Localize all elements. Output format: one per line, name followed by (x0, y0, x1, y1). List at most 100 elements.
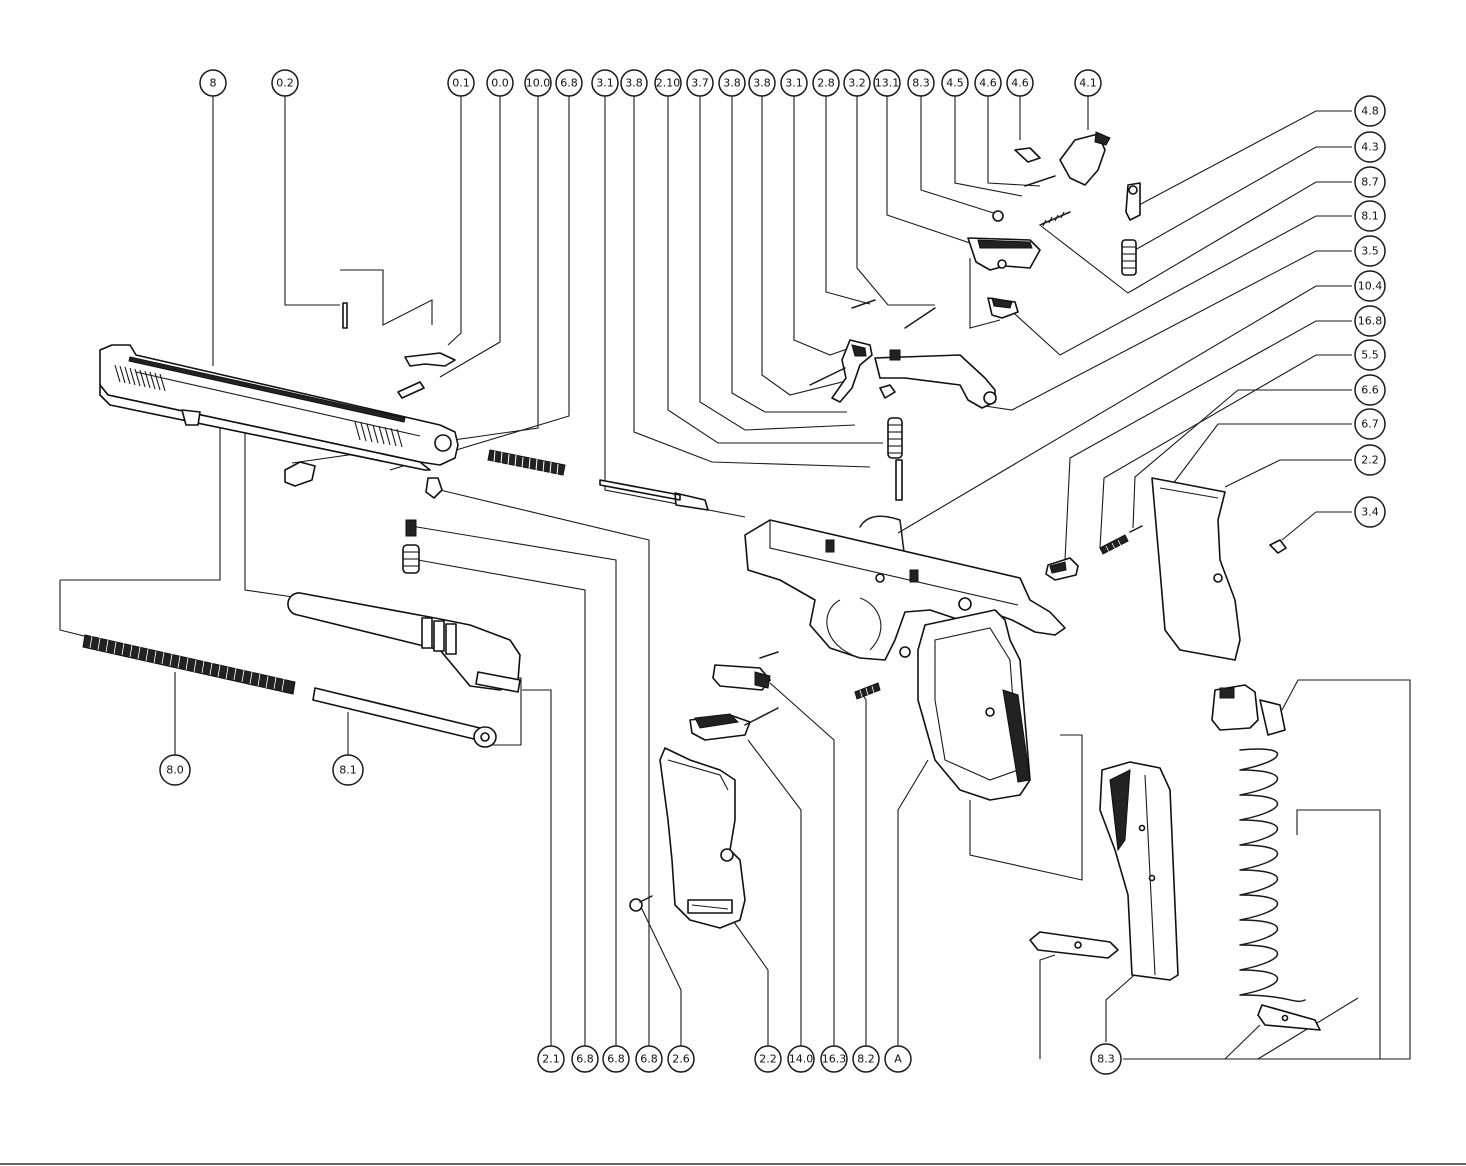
callouts-left: 8.0 8.1 (159, 754, 364, 786)
trigger-pin (904, 307, 936, 329)
callout-top-7: 3.1 (591, 69, 619, 97)
callout-right-8: 5.5 (1354, 339, 1386, 371)
callout-label: 6.7 (1361, 418, 1379, 431)
callout-label: 5.5 (1361, 349, 1379, 362)
takedown-pin (744, 707, 779, 726)
front-sight (284, 461, 316, 487)
trigger-return-wire (859, 515, 906, 561)
callout-right-5: 3.5 (1354, 235, 1386, 267)
callout-bottom-7: 14.0 (787, 1045, 815, 1073)
right-grip-panel (1151, 477, 1287, 661)
callout-label: 0.1 (452, 77, 470, 90)
callout-bottom-4: 6.8 (635, 1045, 663, 1073)
callout-label: 6.8 (560, 77, 578, 90)
callout-label: 0.2 (276, 77, 294, 90)
slide-stop-cap (754, 671, 771, 689)
callout-label: 10.4 (1358, 280, 1383, 293)
callout-top-21: 4.1 (1074, 69, 1102, 97)
callout-label: 3.8 (753, 77, 771, 90)
callout-label: A (894, 1053, 902, 1066)
callout-right-6: 10.4 (1354, 270, 1386, 302)
safety-detent (1014, 147, 1041, 163)
callout-left-2: 8.1 (332, 754, 364, 786)
magazine-tube (1099, 761, 1179, 981)
slide-serrations-front (354, 421, 403, 448)
callout-label: 16.3 (822, 1053, 847, 1066)
magazine-base-plate (1029, 931, 1119, 959)
magazine-follower (1211, 684, 1286, 736)
callout-label: 2.2 (759, 1053, 777, 1066)
callout-top-11: 3.8 (718, 69, 746, 97)
callout-top-18: 4.5 (941, 69, 969, 97)
callout-bottom-11: 8.3 (1090, 1043, 1122, 1075)
firing-pin (599, 479, 709, 511)
callout-top-17: 8.3 (907, 69, 935, 97)
callout-label: 2.10 (656, 77, 681, 90)
magazine-catch-top (1049, 561, 1067, 574)
callout-top-4: 0.0 (486, 69, 514, 97)
callout-top-10: 3.7 (686, 69, 714, 97)
slide-stop-pin (759, 651, 779, 659)
callout-top-13: 3.1 (780, 69, 808, 97)
callout-label: 4.5 (946, 77, 964, 90)
magazine-spring (1239, 748, 1306, 1003)
recoil-spring-guide (312, 687, 497, 748)
callout-label: 8.3 (1097, 1053, 1115, 1066)
callout-right-7: 16.8 (1354, 305, 1386, 337)
callout-bottom-2: 6.8 (571, 1045, 599, 1073)
callout-label: 3.1 (785, 77, 803, 90)
safety-pin (1024, 175, 1056, 187)
callout-label: 2.2 (1361, 454, 1379, 467)
extractor (425, 477, 443, 499)
small-washer (992, 210, 1004, 222)
catch-spring (1099, 534, 1129, 555)
callout-label: 8.1 (1361, 210, 1379, 223)
callout-top-3: 0.1 (447, 69, 475, 97)
callout-right-12: 3.4 (1354, 496, 1386, 528)
magazine-insert (1257, 1004, 1321, 1031)
recoil-spring-small (487, 449, 566, 476)
callout-top-20: 4.6 (1006, 69, 1034, 97)
callout-label: 8.7 (1361, 176, 1379, 189)
callout-label: 2.1 (542, 1053, 560, 1066)
catch-pin (1129, 525, 1143, 533)
callout-label: 4.8 (1361, 105, 1379, 118)
callout-top-5: 10.0 (524, 69, 552, 97)
callout-label: 3.4 (1361, 506, 1379, 519)
callout-right-1: 4.8 (1354, 95, 1386, 127)
callout-label: 4.6 (1011, 77, 1029, 90)
callout-right-11: 2.2 (1354, 444, 1386, 476)
trigger-part (809, 339, 873, 403)
sear-part (967, 237, 1041, 271)
callout-label: 8.0 (166, 764, 184, 777)
callout-top-9: 2.10 (654, 69, 682, 97)
firing-pin-block (405, 519, 417, 537)
magazine-catch-spring (854, 682, 881, 700)
callout-label: 6.6 (1361, 384, 1379, 397)
callout-label: 4.6 (979, 77, 997, 90)
leader-lines (59, 96, 1411, 1060)
callout-right-9: 6.6 (1354, 374, 1386, 406)
callout-label: 13.1 (875, 77, 900, 90)
slide-pin (342, 302, 348, 329)
left-grip-panel (659, 747, 746, 929)
callouts-bottom: 2.1 6.8 6.8 6.8 2.6 2.2 14.0 16.3 8.2 A … (537, 1043, 1122, 1075)
ejector-assembly (1121, 182, 1141, 276)
callout-label: 14.0 (789, 1053, 814, 1066)
callout-label: 2.8 (817, 77, 835, 90)
grip-screw-left (629, 895, 653, 912)
callout-label: 0.0 (491, 77, 509, 90)
callout-top-14: 2.8 (812, 69, 840, 97)
callout-label: 3.1 (596, 77, 614, 90)
callout-label: 8.3 (912, 77, 930, 90)
callout-top-15: 3.2 (843, 69, 871, 97)
extractor-spring (397, 381, 425, 399)
callout-label: 3.5 (1361, 245, 1379, 258)
callout-label: 6.8 (607, 1053, 625, 1066)
callout-label: 2.6 (672, 1053, 690, 1066)
rear-sight (404, 352, 456, 367)
callout-label: 8.2 (857, 1053, 875, 1066)
callout-label: 10.0 (526, 77, 551, 90)
callout-top-16: 13.1 (873, 69, 901, 97)
